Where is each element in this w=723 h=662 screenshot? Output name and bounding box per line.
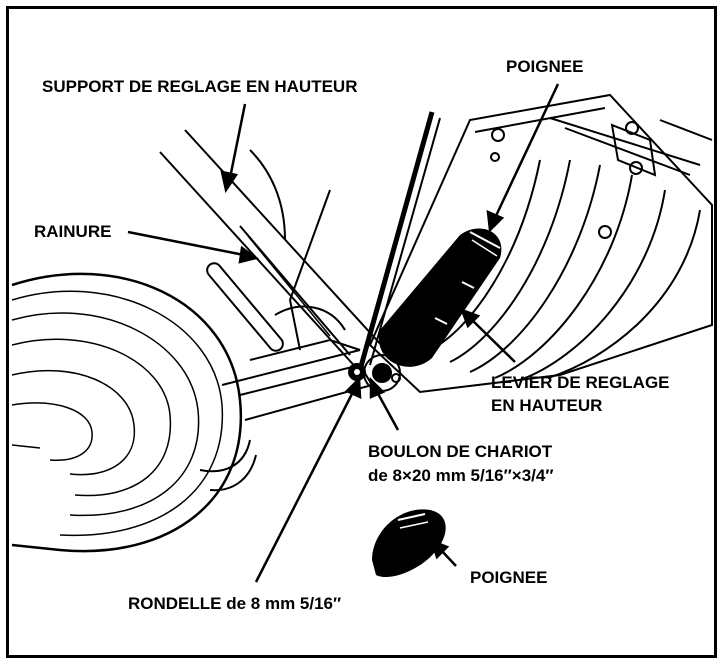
loose-handle-part <box>372 509 446 578</box>
lever-shaft <box>357 111 441 371</box>
upper-bracket <box>549 117 713 177</box>
wheel <box>11 272 257 553</box>
slot-groove <box>206 235 331 352</box>
label-support-reglage: SUPPORT DE REGLAGE EN HAUTEUR <box>42 77 358 96</box>
deck-plate <box>368 93 713 394</box>
carriage-bolt-and-washer <box>348 354 401 392</box>
label-rondelle: RONDELLE de 8 mm 5/16″ <box>128 594 342 613</box>
label-boulon-line2: de 8×20 mm 5/16″×3/4″ <box>368 466 554 485</box>
label-poignee-top: POIGNEE <box>506 57 584 76</box>
label-rainure: RAINURE <box>34 222 112 241</box>
figure-border <box>6 6 717 658</box>
label-boulon-line1: BOULON DE CHARIOT <box>368 442 553 461</box>
label-poignee-bottom: POIGNEE <box>470 568 548 587</box>
axle-frame <box>221 305 374 421</box>
handle-on-lever <box>378 228 502 367</box>
label-levier-line2: EN HAUTEUR <box>491 396 603 415</box>
leader-arrows <box>127 83 560 583</box>
label-levier-line1: LEVIER DE REGLAGE <box>491 373 670 392</box>
